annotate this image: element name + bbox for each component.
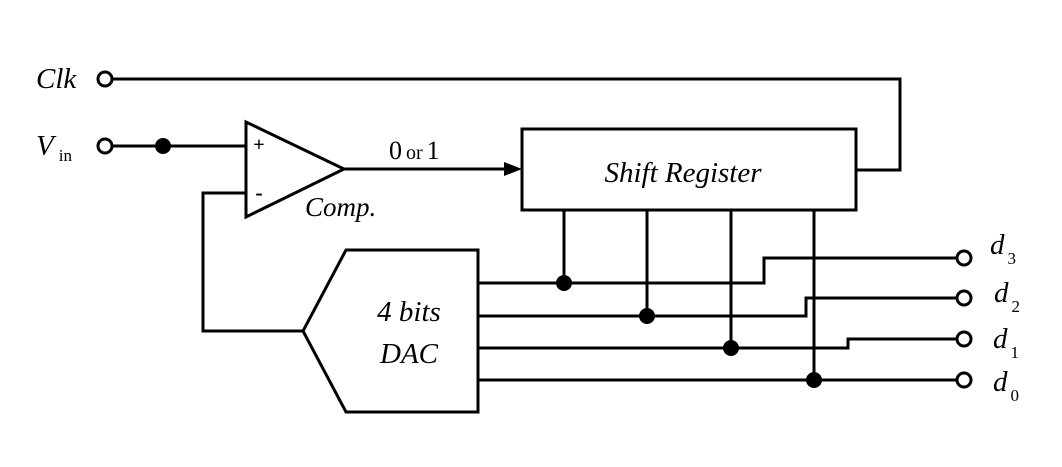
- dac-feedback-wire: [201, 191, 303, 333]
- clk-terminal[interactable]: [96, 70, 114, 88]
- d3-terminal[interactable]: [955, 249, 973, 267]
- output-buses: [478, 256, 957, 382]
- bit-junctions: [556, 275, 822, 388]
- d1-terminal[interactable]: [955, 330, 973, 348]
- junction-bit-2: [639, 308, 655, 324]
- signal-or: or: [406, 142, 423, 164]
- vin-label-sub: in: [59, 146, 73, 165]
- clk-wire: [112, 77, 902, 172]
- shift-register-box: [520, 127, 858, 212]
- comparator: + - Comp.: [244, 119, 376, 222]
- d3-label-sub: 3: [1008, 249, 1017, 268]
- comparator-label: Comp.: [305, 192, 376, 222]
- d3-label-main: d: [990, 229, 1005, 261]
- d2-terminal[interactable]: [955, 289, 973, 307]
- comp-output-arrowhead: [504, 162, 522, 176]
- shift-register: Shift Register: [520, 127, 858, 212]
- signal-one: 1: [427, 136, 440, 165]
- comparator-triangle: [244, 119, 348, 220]
- shift-register-label: Shift Register: [604, 157, 762, 189]
- vin-terminal[interactable]: [96, 137, 114, 155]
- d2-label-sub: 2: [1012, 297, 1021, 316]
- d0-label-main: d: [993, 366, 1008, 398]
- dac-label-line1: 4 bits: [377, 296, 441, 328]
- junction-bit-3: [556, 275, 572, 291]
- signal-zero: 0: [389, 136, 402, 165]
- clock-net: [96, 70, 902, 172]
- junction-bit-0: [806, 372, 822, 388]
- bus-d3: [478, 256, 957, 285]
- d1-label-main: d: [993, 323, 1008, 355]
- bus-d1: [478, 337, 957, 350]
- vin-net: [96, 137, 246, 155]
- dac: 4 bits DAC: [301, 248, 480, 414]
- dac-shape: [301, 248, 480, 414]
- d0-label-sub: 0: [1011, 386, 1020, 405]
- junction-bit-1: [723, 340, 739, 356]
- register-bit-lines: [562, 210, 816, 380]
- comparator-minus: -: [255, 180, 262, 205]
- comparator-plus: +: [253, 134, 264, 156]
- vin-junction: [155, 138, 171, 154]
- d1-label-sub: 1: [1011, 343, 1020, 362]
- d0-terminal[interactable]: [955, 371, 973, 389]
- bus-d2: [478, 296, 957, 318]
- output-terminals: [955, 249, 973, 389]
- d2-label-main: d: [994, 277, 1009, 309]
- vin-label-main: V: [36, 130, 57, 162]
- dac-label-line2: DAC: [379, 338, 439, 370]
- clk-label: Clk: [36, 63, 77, 95]
